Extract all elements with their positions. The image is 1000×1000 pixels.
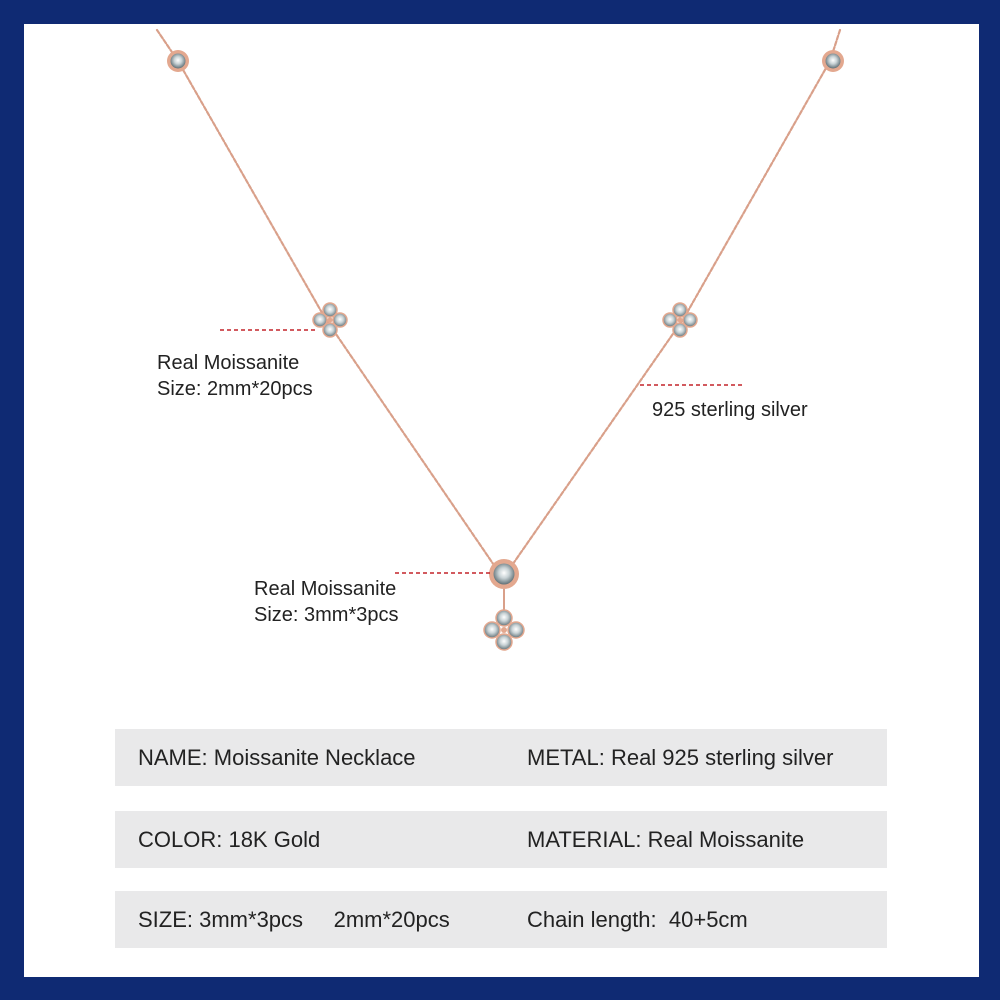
spec-name: NAME: Moissanite Necklace	[138, 745, 416, 770]
callout-title: 925 sterling silver	[652, 399, 808, 421]
spec-row-color-material: COLOR: 18K Gold MATERIAL: Real Moissanit…	[115, 811, 887, 868]
spec-material: MATERIAL: Real Moissanite	[527, 827, 805, 852]
callout-right-silver: 925 sterling silver	[652, 397, 808, 423]
spec-row-name-metal: NAME: Moissanite Necklace METAL: Real 92…	[115, 729, 887, 786]
flower-pendant	[483, 609, 525, 651]
leader-lines	[220, 329, 742, 574]
bezel-stone-top-right	[822, 50, 844, 72]
callout-title: Real Moissanite	[157, 352, 300, 374]
callout-size: Size: 2mm*20pcs	[157, 378, 313, 400]
callout-size: Size: 3mm*3pcs	[254, 604, 399, 626]
spec-metal: METAL: Real 925 sterling silver	[527, 745, 834, 770]
flower-stone-left	[312, 302, 348, 338]
flower-stone-right	[662, 302, 698, 338]
spec-color: COLOR: 18K Gold	[138, 827, 321, 852]
chain	[155, 28, 842, 573]
bezel-stone-top-left	[167, 50, 189, 72]
callout-title: Real Moissanite	[254, 578, 397, 600]
spec-chain-length: Chain length: 40+5cm	[527, 907, 748, 932]
spec-row-size-chain: SIZE: 3mm*3pcs 2mm*20pcs Chain length: 4…	[115, 891, 887, 948]
callout-left-moissanite: Real Moissanite Size: 2mm*20pcs	[157, 350, 313, 402]
bezel-stone-center	[489, 559, 519, 612]
spec-size: SIZE: 3mm*3pcs 2mm*20pcs	[138, 907, 450, 932]
callout-center-moissanite: Real Moissanite Size: 3mm*3pcs	[254, 576, 399, 628]
